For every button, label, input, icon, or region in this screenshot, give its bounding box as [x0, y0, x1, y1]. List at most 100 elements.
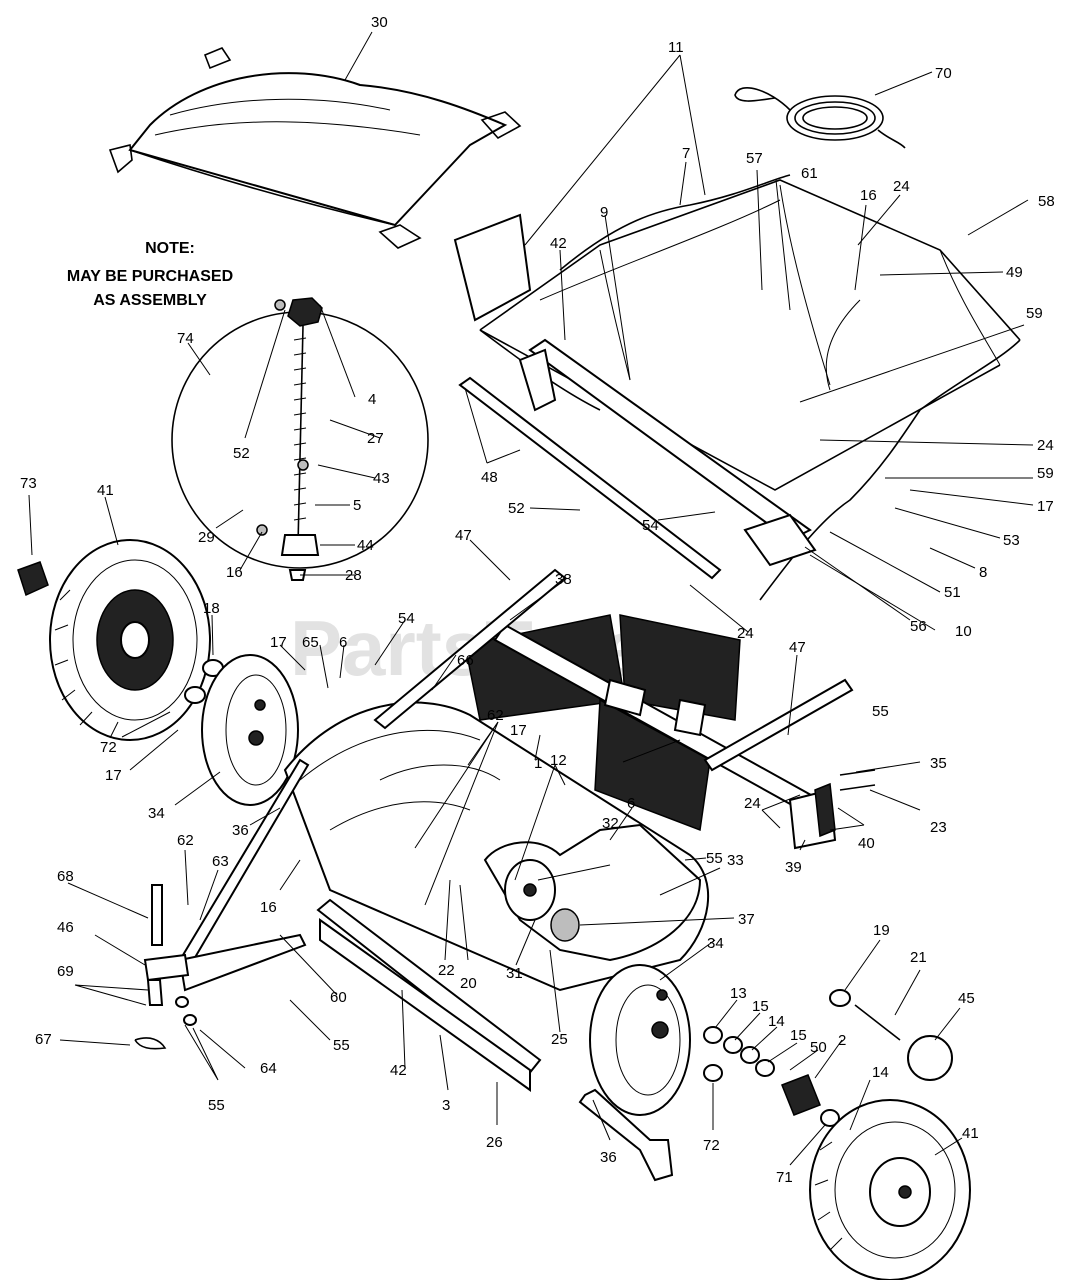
bracket-39-40 [788, 769, 876, 850]
callout-51: 51 [944, 584, 961, 601]
callout-15: 15 [752, 998, 769, 1015]
bolt-21 [854, 1004, 901, 1041]
callout-61: 61 [801, 165, 818, 182]
callout-24-bracket: 24 [744, 795, 761, 812]
callout-24-right: 24 [1037, 437, 1054, 454]
callout-55-hitch: 55 [333, 1037, 350, 1054]
callout-22: 22 [438, 962, 455, 979]
callout-68: 68 [57, 868, 74, 885]
callout-65: 65 [302, 634, 319, 651]
gear-plate [483, 823, 702, 962]
callout-41: 41 [97, 482, 114, 499]
callout-6-right: 6 [627, 795, 635, 812]
callout-24: 24 [893, 178, 910, 195]
callout-labels: 30 11 70 7 57 61 16 24 58 9 42 49 59 74 … [20, 14, 1055, 1186]
washers-13-15-14 [703, 1026, 775, 1077]
callout-48: 48 [481, 469, 498, 486]
washer-72-right [703, 1064, 723, 1082]
callout-26: 26 [486, 1134, 503, 1151]
callout-54-left: 54 [398, 610, 415, 627]
callout-36-wrench: 36 [600, 1149, 617, 1166]
callout-57: 57 [746, 150, 763, 167]
washer-72-left [184, 686, 206, 704]
callout-11: 11 [668, 39, 684, 56]
callout-52: 52 [233, 445, 250, 462]
callout-70: 70 [935, 65, 952, 82]
callout-15-b: 15 [790, 1027, 807, 1044]
bar-47-lower [703, 678, 854, 772]
cord-coil [734, 86, 906, 149]
bar-47-upper [373, 568, 567, 730]
callout-73: 73 [20, 475, 37, 492]
callout-16: 16 [860, 187, 877, 204]
callout-17-right: 17 [1037, 498, 1054, 515]
hopper-basket [453, 174, 1021, 601]
callout-27: 27 [367, 430, 384, 447]
callout-50: 50 [810, 1039, 827, 1056]
washer-71 [820, 1109, 840, 1127]
callout-12: 12 [550, 752, 567, 769]
callout-29: 29 [198, 529, 215, 546]
callout-71: 71 [776, 1169, 793, 1186]
callout-34: 34 [148, 805, 165, 822]
callout-17-hub: 17 [270, 634, 287, 651]
callout-3: 3 [442, 1097, 450, 1114]
callout-14: 14 [768, 1013, 785, 1030]
height-adjust-inset [171, 297, 429, 581]
callout-21: 21 [910, 949, 927, 966]
callout-66: 66 [457, 652, 474, 669]
callout-72-right: 72 [703, 1137, 720, 1154]
pinion-2 [781, 1074, 821, 1116]
hopper-cover [108, 47, 522, 249]
callout-45: 45 [958, 990, 975, 1007]
callout-16-inset: 16 [226, 564, 243, 581]
callout-28: 28 [345, 567, 362, 584]
front-skirt [316, 898, 542, 1092]
callout-39: 39 [785, 859, 802, 876]
callout-2: 2 [838, 1032, 846, 1049]
callout-67: 67 [35, 1031, 52, 1048]
callout-20: 20 [460, 975, 477, 992]
callout-46: 46 [57, 919, 74, 936]
note-title: NOTE: [145, 240, 195, 257]
hubcap-45 [907, 1035, 953, 1081]
callout-55: 55 [872, 703, 889, 720]
callout-40: 40 [858, 835, 875, 852]
hitch-bracket [134, 884, 307, 1050]
right-wheel [809, 1099, 971, 1280]
callout-14-right: 14 [872, 1064, 889, 1081]
washer-19 [829, 989, 851, 1007]
callout-25: 25 [551, 1031, 568, 1048]
support-bars [458, 338, 817, 580]
callout-19: 19 [873, 922, 890, 939]
callout-1: 1 [534, 755, 542, 772]
callout-53: 53 [1003, 532, 1020, 549]
callout-52-bar: 52 [508, 500, 525, 517]
callout-44: 44 [357, 537, 374, 554]
wheel-hub-34-right [589, 964, 691, 1116]
wheel-hub-34-left [201, 654, 299, 806]
callout-60: 60 [330, 989, 347, 1006]
callout-58: 58 [1038, 193, 1055, 210]
callout-36: 36 [232, 822, 249, 839]
callout-16-housing: 16 [260, 899, 277, 916]
callout-8: 8 [979, 564, 987, 581]
callout-42: 42 [550, 235, 567, 252]
callout-59: 59 [1026, 305, 1043, 322]
callout-54: 54 [642, 517, 659, 534]
callout-55-bottom: 55 [208, 1097, 225, 1114]
callout-69: 69 [57, 963, 74, 980]
leader-lines [28, 31, 1034, 1166]
callout-10: 10 [955, 623, 972, 640]
brush-assembly [464, 614, 822, 832]
callout-38: 38 [555, 571, 572, 588]
callout-23: 23 [930, 819, 947, 836]
wrench-36 [578, 1088, 674, 1182]
callout-33: 33 [727, 852, 744, 869]
callout-64: 64 [260, 1060, 277, 1077]
callout-7: 7 [682, 145, 690, 162]
callout-49: 49 [1006, 264, 1023, 281]
note-line-2: MAY BE PURCHASED [67, 268, 233, 285]
